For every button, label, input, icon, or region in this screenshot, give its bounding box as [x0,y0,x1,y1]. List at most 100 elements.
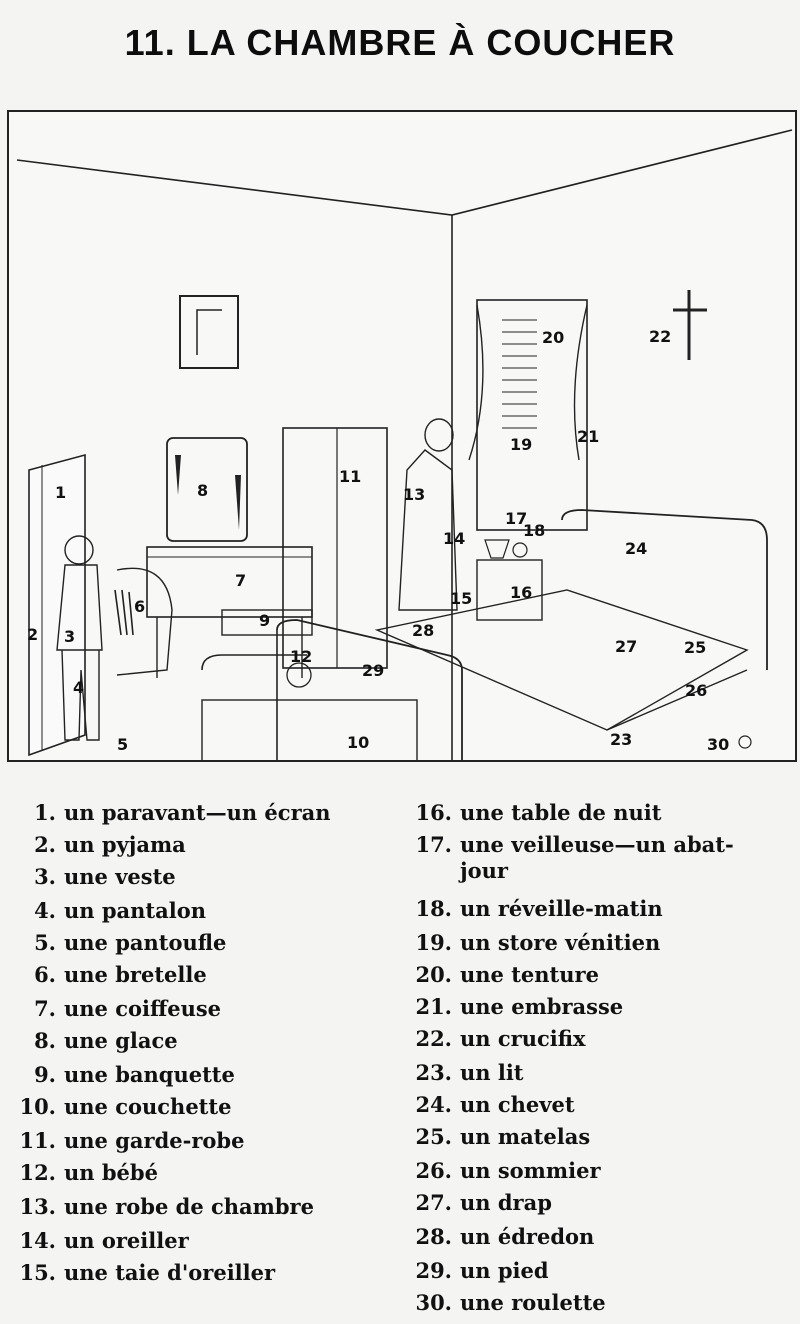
list-item: 9. une banquette [14,1062,235,1088]
item-number: 27. [415,1190,452,1215]
list-item: 30. une roulette [410,1290,606,1316]
list-item: 21.une embrasse [410,994,623,1020]
item-text: une couchette [64,1094,232,1119]
list-item: 6. une bretelle [14,962,207,988]
label-28: 28 [412,621,434,640]
item-number: 3. [34,864,56,889]
label-23: 23 [610,730,632,749]
item-text: une taie d'oreiller [64,1260,276,1285]
label-27: 27 [615,637,637,656]
item-text: un matelas [460,1124,591,1149]
item-text: une banquette [64,1062,235,1087]
item-number: 7. [34,996,56,1021]
item-text: un pied [460,1258,549,1283]
label-7: 7 [235,571,246,590]
item-number: 21. [415,994,452,1019]
item-number: 26. [415,1158,452,1183]
item-number: 11. [19,1128,56,1153]
item-number: 25. [415,1124,452,1149]
item-number: 14. [19,1228,56,1253]
list-item: 16.une table de nuit [410,800,661,826]
label-11: 11 [339,467,361,486]
item-text: une coiffeuse [64,996,222,1021]
label-9: 9 [259,611,270,630]
list-item: 2.un pyjama [14,832,186,858]
item-number: 22. [415,1026,452,1051]
item-number: 4. [34,898,56,923]
item-text: une garde-robe [64,1128,245,1153]
list-item: 28.un édredon [410,1224,594,1250]
item-number: 29. [415,1258,452,1283]
item-text: un chevet [460,1092,575,1117]
item-text: une roulette [460,1290,606,1315]
item-text: une bretelle [64,962,207,987]
list-item: 24. un chevet [410,1092,575,1118]
label-26: 26 [685,681,707,700]
label-19: 19 [510,435,532,454]
item-text: une pantoufle [64,930,227,955]
item-text: une robe de chambre [64,1194,314,1219]
item-text: une tenture [460,962,599,987]
item-text: une veste [64,864,176,889]
label-13: 13 [403,485,425,504]
list-item: 29. un pied [410,1258,549,1284]
label-20: 20 [542,328,564,347]
list-item: 26. un sommier [410,1158,601,1184]
list-item: 11. une garde-robe [14,1128,244,1154]
label-18: 18 [523,521,545,540]
list-item: 12. un bébé [14,1160,158,1186]
item-number: 17. [415,832,452,857]
item-text: un lit [460,1060,524,1085]
item-text: une glace [64,1028,178,1053]
label-29: 29 [362,661,384,680]
item-number: 23. [415,1060,452,1085]
item-text: un bébé [64,1160,158,1185]
list-item: 27.un drap [410,1190,551,1216]
item-number: 30. [415,1290,452,1315]
label-30: 30 [707,735,729,754]
item-number: 5. [34,930,56,955]
item-text: un pantalon [64,898,206,923]
label-21: 21 [577,427,599,446]
item-number: 24. [415,1092,452,1117]
list-item: 7. une coiffeuse [14,996,221,1022]
list-item: 10. une couchette [14,1094,231,1120]
item-text: un crucifix [460,1026,586,1051]
list-item: 15. une taie d'oreiller [14,1260,275,1286]
label-3: 3 [64,627,75,646]
list-item: 8. une glace [14,1028,178,1054]
label-15: 15 [450,589,472,608]
list-item: 3. une veste [14,864,176,890]
item-number: 8. [34,1028,56,1053]
list-item: 5. une pantoufle [14,930,226,956]
item-number: 15. [19,1260,56,1285]
item-number: 10. [19,1094,56,1119]
item-text: une table de nuit [460,800,662,825]
list-item: 13.une robe de chambre [14,1194,314,1220]
label-16: 16 [510,583,532,602]
label-2: 2 [27,625,38,644]
label-10: 10 [347,733,369,752]
bedroom-drawing: 1 2 3 4 5 6 7 8 9 10 11 12 13 14 15 16 1… [7,110,797,762]
list-item: 25. un matelas [410,1124,590,1150]
item-number: 19. [415,930,452,955]
list-item: 23. un lit [410,1060,524,1086]
item-number: 1. [34,800,56,825]
item-text: un oreiller [64,1228,189,1253]
item-text: une veilleuse—un abat-jour [460,832,734,883]
item-number: 20. [415,962,452,987]
item-number: 9. [34,1062,56,1087]
label-4: 4 [73,678,84,697]
item-number: 12. [19,1160,56,1185]
item-text: un réveille-matin [460,896,663,921]
label-14: 14 [443,529,465,548]
list-item: 1.un paravant—un écran [14,800,330,826]
label-17: 17 [505,509,527,528]
item-text: un sommier [460,1158,601,1183]
label-12: 12 [290,647,312,666]
list-item: 19.un store vénitien [410,930,660,956]
label-25: 25 [684,638,706,657]
item-number: 6. [34,962,56,987]
list-item: 4. un pantalon [14,898,206,924]
item-number: 18. [415,896,452,921]
